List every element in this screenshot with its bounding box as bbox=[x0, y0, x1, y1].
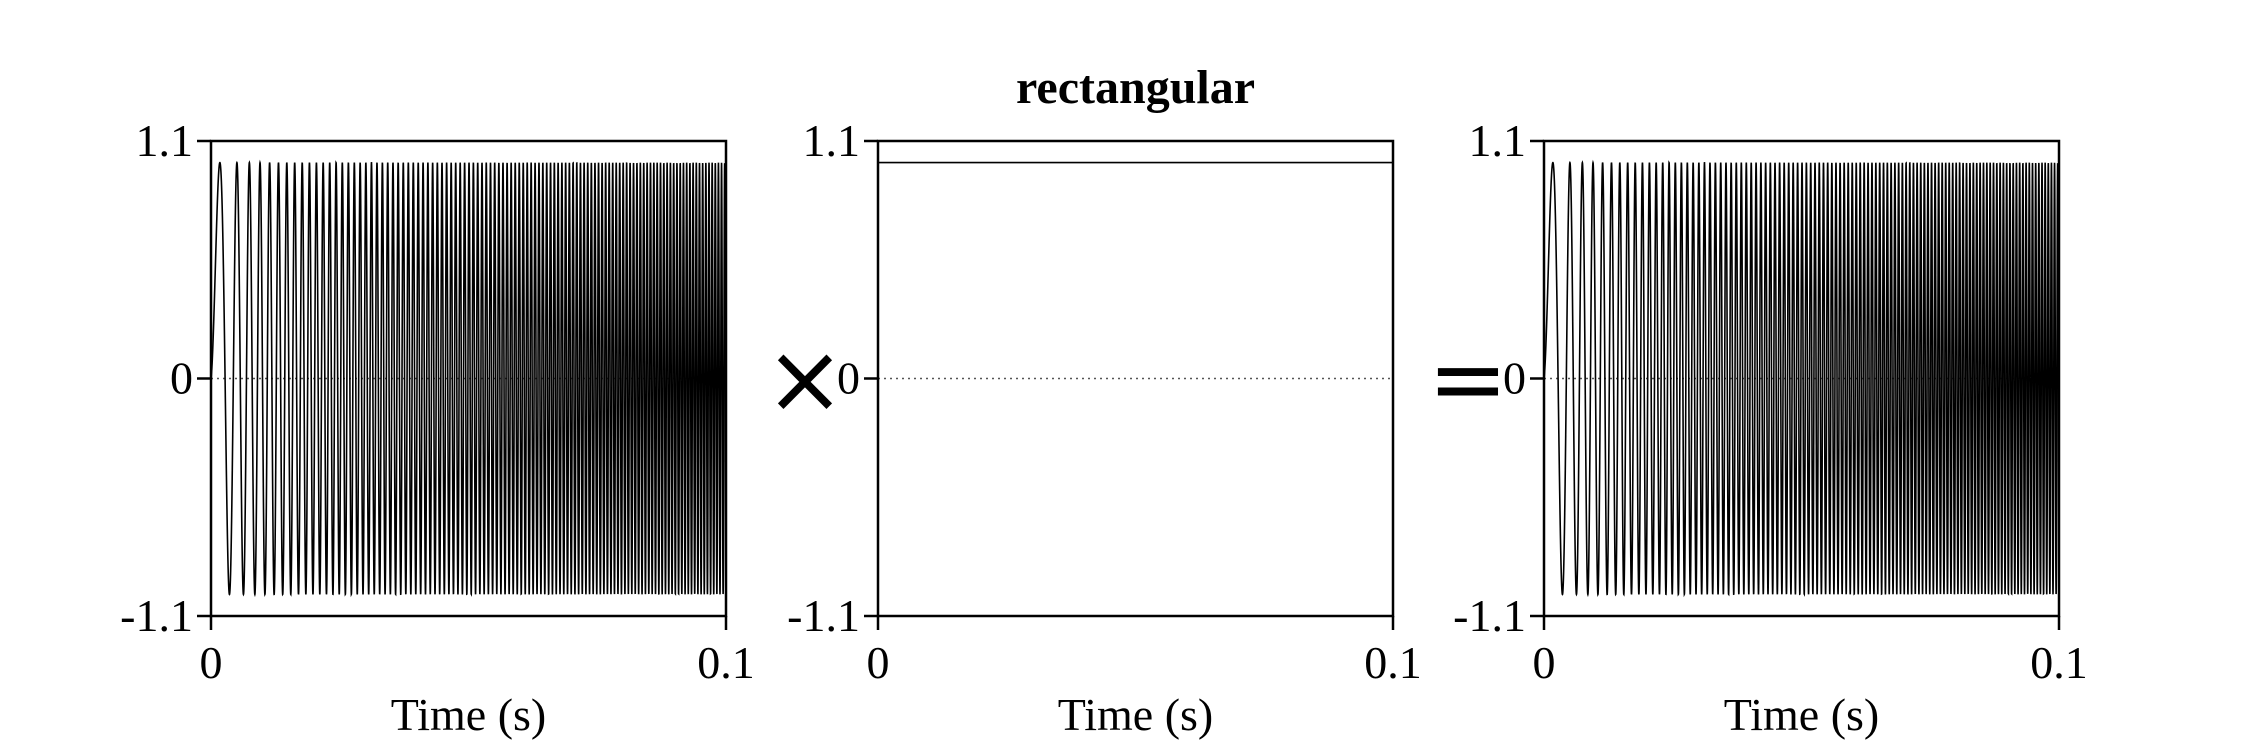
x-tick-label: 0.1 bbox=[1364, 637, 1422, 688]
series-line-1 bbox=[1543, 159, 2060, 598]
x-tick-label: 0 bbox=[200, 637, 223, 688]
x-tick-label: 0.1 bbox=[697, 637, 755, 688]
x-axis-label: Time (s) bbox=[1058, 689, 1214, 740]
x-axis-label: Time (s) bbox=[1724, 689, 1880, 740]
y-tick-label: 1.1 bbox=[1469, 115, 1527, 166]
chart-title: rectangular bbox=[1016, 61, 1255, 114]
plot-frame bbox=[876, 139, 1395, 618]
y-tick-label: 0 bbox=[1503, 353, 1526, 404]
x-axis-label: Time (s) bbox=[391, 689, 547, 740]
series-line-1 bbox=[210, 159, 727, 598]
y-tick-label: 1.1 bbox=[803, 115, 861, 166]
y-tick-label: 0 bbox=[170, 353, 193, 404]
y-tick-label: 1.1 bbox=[136, 115, 194, 166]
y-tick-label: -1.1 bbox=[787, 590, 860, 641]
x-tick-label: 0 bbox=[867, 637, 890, 688]
x-tick-label: 0.1 bbox=[2030, 637, 2088, 688]
x-tick-label: 0 bbox=[1533, 637, 1556, 688]
y-tick-label: -1.1 bbox=[120, 590, 193, 641]
y-tick-label: 0 bbox=[837, 353, 860, 404]
equals-operator: = bbox=[1428, 323, 1508, 435]
multiply-operator: × bbox=[765, 323, 845, 435]
y-tick-label: -1.1 bbox=[1453, 590, 1526, 641]
